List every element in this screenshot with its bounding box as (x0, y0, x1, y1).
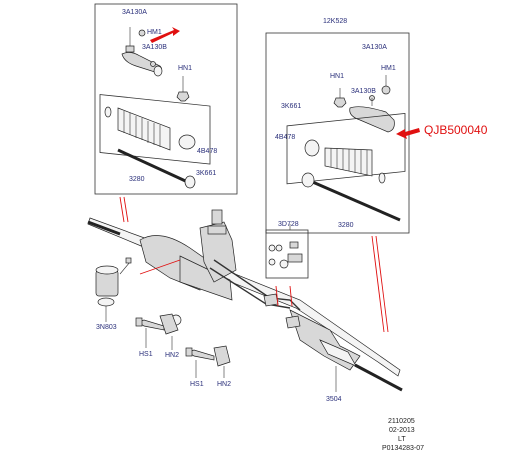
label-3a130a-right: 3A130A (362, 44, 387, 51)
left-inner-tie-rod (117, 148, 196, 189)
right-boot-kit-box (286, 112, 406, 185)
left-tie-rod-end (121, 27, 163, 77)
label-4b478-left: 4B478 (197, 148, 217, 155)
right-inner-tie-rod (301, 172, 401, 222)
seal-kit (265, 229, 309, 279)
bracket-upper (159, 313, 179, 335)
label-hn1-left: HN1 (178, 65, 192, 72)
left-boot (104, 106, 196, 151)
label-hn1-right: HN1 (330, 73, 344, 80)
right-nut (333, 88, 347, 108)
label-3a130b-right: 3A130B (351, 88, 376, 95)
label-3a130a-left: 3A130A (122, 9, 147, 16)
footer-line-3: LT (398, 436, 406, 443)
left-detail-box (94, 3, 238, 195)
left-boot-kit-box (99, 94, 211, 165)
left-nut (176, 76, 190, 102)
label-hn2-upper: HN2 (165, 352, 179, 359)
label-3k661-left: 3K661 (196, 170, 216, 177)
footer-line-2: 02-2013 (389, 427, 415, 434)
highlight-part-number: QJB500040 (424, 123, 488, 137)
right-detail-box (265, 32, 410, 234)
yoke-plug-kit (95, 257, 132, 307)
label-hm1-right: HM1 (381, 65, 396, 72)
left-highlight-arrow (150, 27, 180, 43)
label-3280-left: 3280 (129, 176, 145, 183)
right-tie-rod-end (349, 75, 395, 133)
mounting-bolt-lower (185, 347, 215, 361)
right-boot (304, 139, 386, 184)
label-3280-right: 3280 (338, 222, 354, 229)
label-4b478-right: 4B478 (275, 134, 295, 141)
label-12k528: 12K528 (323, 18, 347, 25)
right-highlight-arrow (396, 128, 420, 139)
mounting-bolt-upper (135, 317, 165, 331)
label-3d728: 3D728 (278, 221, 299, 228)
steering-rack-assembly (87, 209, 403, 392)
label-hs1-upper: HS1 (139, 351, 153, 358)
label-hm1-left: HM1 (147, 29, 162, 36)
label-3a130b-left: 3A130B (142, 44, 167, 51)
bracket-lower (213, 345, 231, 367)
label-3504: 3504 (326, 396, 342, 403)
footer-line-4: P0134283-07 (382, 445, 424, 452)
label-3k661-right: 3K661 (281, 103, 301, 110)
footer-line-1: 2110205 (388, 418, 415, 425)
label-hn2-lower: HN2 (217, 381, 231, 388)
label-hs1-lower: HS1 (190, 381, 204, 388)
label-3n803: 3N803 (96, 324, 117, 331)
